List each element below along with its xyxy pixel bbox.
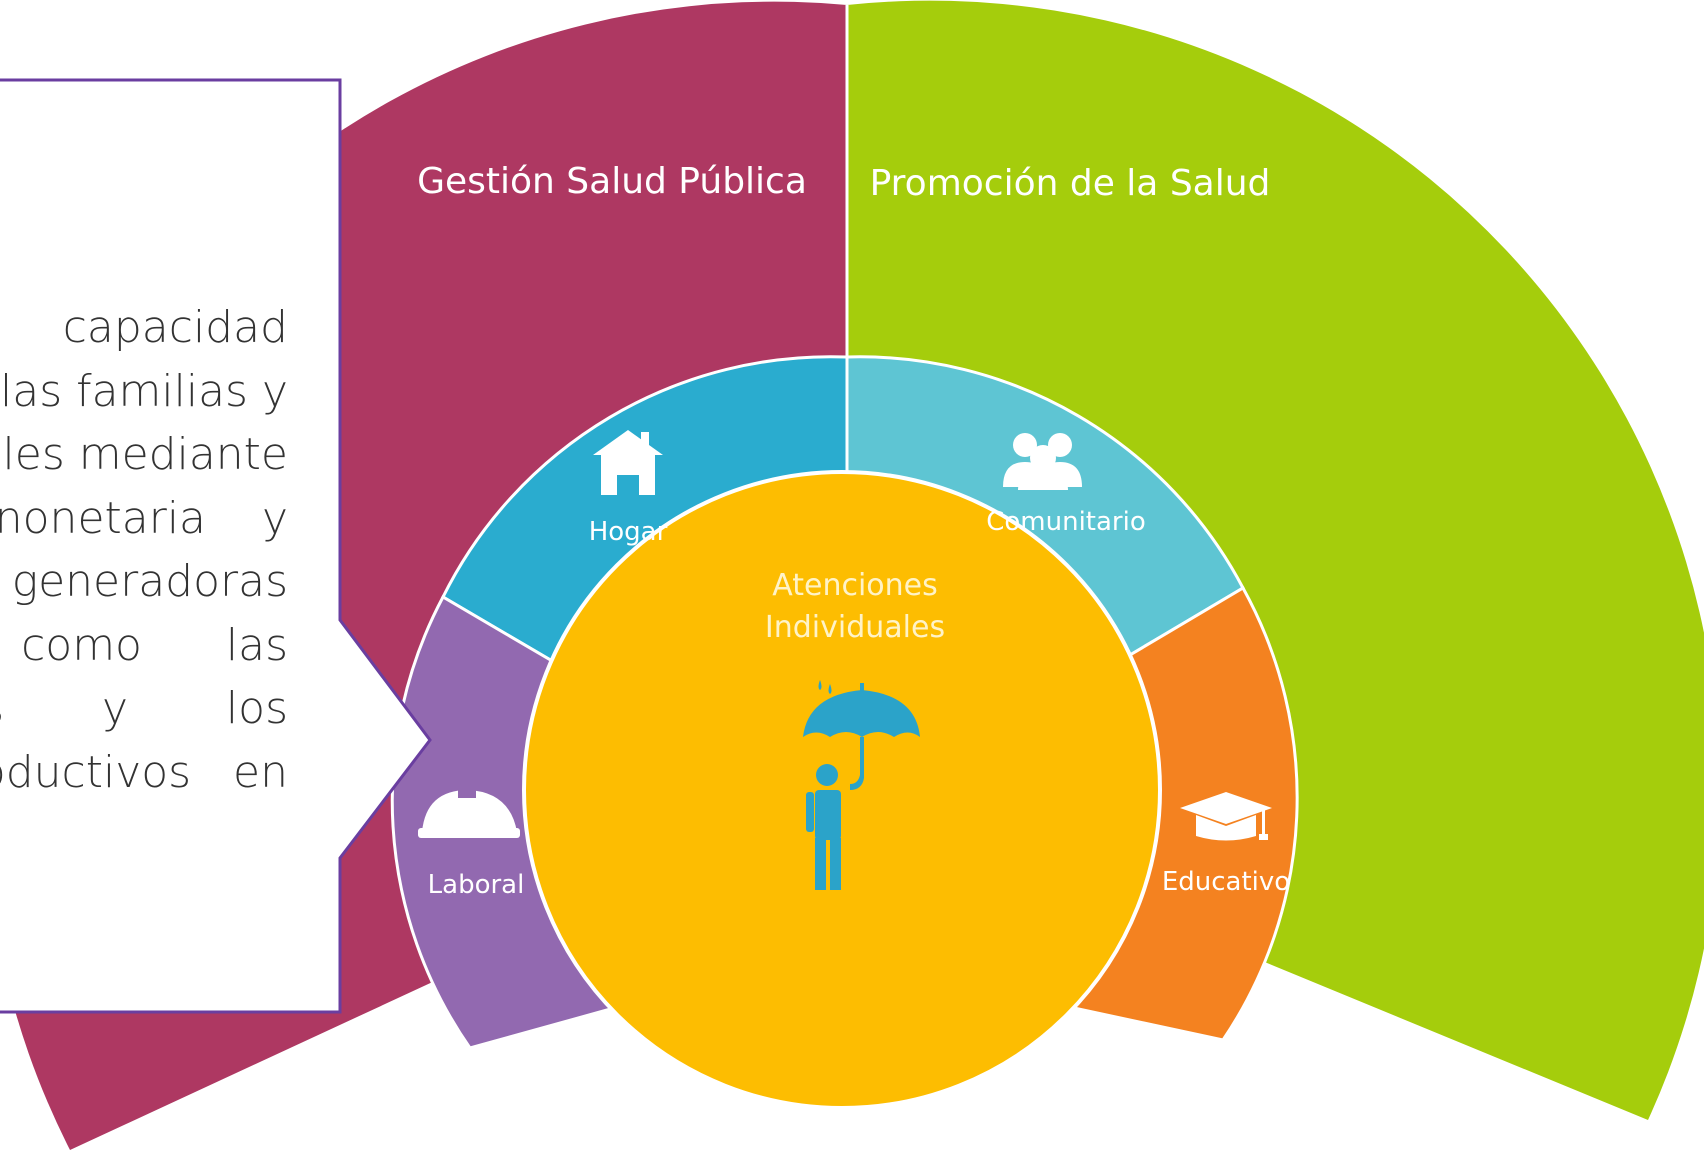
- people-icon: [1003, 433, 1082, 490]
- center-label-line2: Individuales: [765, 610, 945, 645]
- comunitario-label: Comunitario: [986, 507, 1146, 537]
- center-circle: [522, 470, 1162, 1110]
- callout-line: capacidad: [63, 302, 288, 353]
- hogar-label: Hogar: [589, 517, 668, 547]
- promocion-salud-label: Promoción de la Salud: [870, 163, 1271, 204]
- graduation-cap-icon: [1180, 792, 1272, 841]
- laboral-label: Laboral: [428, 870, 525, 900]
- gestion-salud-publica-label: Gestión Salud Pública: [417, 161, 807, 202]
- callout-line: nonetaria y: [0, 493, 288, 544]
- callout-box: [0, 78, 432, 1014]
- callout-line: s y los: [0, 683, 288, 734]
- educativo-label: Educativo: [1162, 867, 1290, 897]
- callout-line: oductivos en: [0, 747, 288, 798]
- callout-line: como las: [21, 620, 288, 671]
- person-umbrella-icon: [803, 680, 920, 890]
- center-label-line1: Atenciones: [772, 568, 938, 603]
- callout-line: les mediante: [3, 429, 288, 480]
- callout-line: generadoras: [12, 556, 288, 607]
- callout-text: capacidad las familias y les mediante no…: [0, 302, 288, 798]
- house-icon: [593, 430, 663, 495]
- hard-hat-icon: [418, 790, 520, 838]
- callout-line: las familias y: [0, 366, 288, 417]
